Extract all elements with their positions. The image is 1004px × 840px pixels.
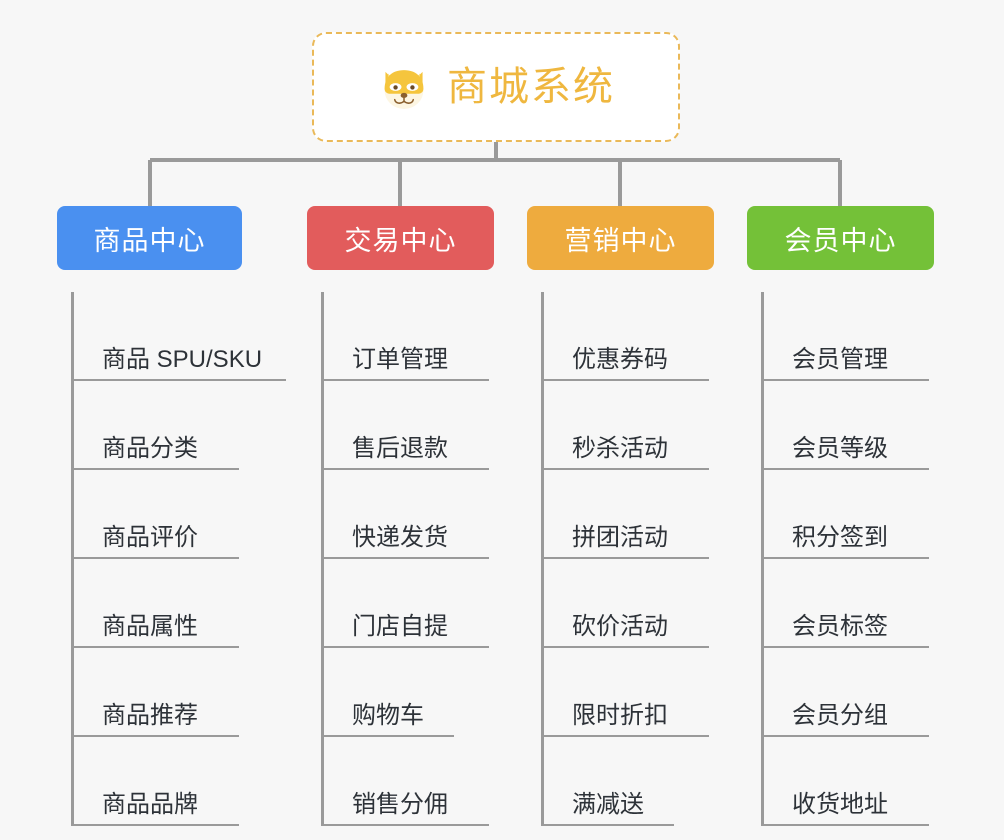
leaf-item[interactable]: 会员管理 [764, 292, 929, 381]
leaf-label: 订单管理 [352, 346, 448, 373]
branch-header-marketing[interactable]: 营销中心 [527, 206, 714, 270]
leaf-item[interactable]: 购物车 [324, 648, 454, 737]
leaf-list-product: 商品 SPU/SKU 商品分类 商品评价 商品属性 商品推荐 商品品牌 [71, 292, 286, 826]
leaf-label: 商品属性 [102, 613, 198, 640]
leaf-list-trade: 订单管理 售后退款 快递发货 门店自提 购物车 销售分佣 [321, 292, 527, 826]
leaf-label: 会员标签 [792, 613, 888, 640]
leaf-label: 拼团活动 [572, 524, 668, 551]
branch-header-label: 会员中心 [784, 225, 897, 256]
leaf-item[interactable]: 商品品牌 [74, 737, 239, 826]
leaf-label: 门店自提 [352, 613, 448, 640]
leaf-label: 秒杀活动 [572, 435, 668, 462]
shiba-dog-face-icon [384, 70, 424, 109]
branch-column-trade: 交易中心 订单管理 售后退款 快递发货 门店自提 购物车 [307, 206, 527, 826]
leaf-item[interactable]: 快递发货 [324, 470, 489, 559]
leaf-label: 砍价活动 [572, 613, 668, 640]
leaf-item[interactable]: 秒杀活动 [544, 381, 709, 470]
leaf-label: 销售分佣 [352, 791, 448, 818]
root-title: 商城系统 [447, 65, 615, 109]
leaf-list-member: 会员管理 会员等级 积分签到 会员标签 会员分组 收货地址 [761, 292, 967, 826]
leaf-item[interactable]: 商品 SPU/SKU [74, 292, 286, 381]
branch-header-trade[interactable]: 交易中心 [307, 206, 494, 270]
leaf-label: 商品评价 [102, 524, 198, 551]
leaf-label: 积分签到 [792, 524, 888, 551]
branch-header-label: 商品中心 [93, 225, 206, 256]
branch-columns: 商品中心 商品 SPU/SKU 商品分类 商品评价 商品属性 商品推荐 [0, 206, 1004, 840]
leaf-item[interactable]: 销售分佣 [324, 737, 489, 826]
leaf-label: 收货地址 [792, 791, 888, 818]
branch-header-member[interactable]: 会员中心 [747, 206, 934, 270]
leaf-item[interactable]: 商品属性 [74, 559, 239, 648]
leaf-label: 会员管理 [792, 346, 888, 373]
branch-header-product[interactable]: 商品中心 [57, 206, 242, 270]
leaf-item[interactable]: 商品评价 [74, 470, 239, 559]
leaf-list-marketing: 优惠券码 秒杀活动 拼团活动 砍价活动 限时折扣 满减送 [541, 292, 747, 826]
leaf-label: 限时折扣 [572, 702, 668, 729]
leaf-item[interactable]: 订单管理 [324, 292, 489, 381]
leaf-item[interactable]: 会员分组 [764, 648, 929, 737]
branch-column-marketing: 营销中心 优惠券码 秒杀活动 拼团活动 砍价活动 限时折扣 [527, 206, 747, 826]
leaf-item[interactable]: 收货地址 [764, 737, 929, 826]
leaf-item[interactable]: 满减送 [544, 737, 674, 826]
leaf-label: 满减送 [572, 791, 644, 818]
leaf-item[interactable]: 会员等级 [764, 381, 929, 470]
leaf-item[interactable]: 拼团活动 [544, 470, 709, 559]
leaf-label: 商品品牌 [102, 791, 198, 818]
branch-header-label: 交易中心 [344, 225, 457, 256]
leaf-label: 商品推荐 [102, 702, 198, 729]
leaf-label: 商品 SPU/SKU [102, 346, 263, 373]
leaf-label: 优惠券码 [572, 346, 668, 373]
leaf-label: 购物车 [352, 702, 424, 729]
branch-column-product: 商品中心 商品 SPU/SKU 商品分类 商品评价 商品属性 商品推荐 [57, 206, 286, 826]
leaf-label: 快递发货 [352, 524, 448, 551]
root-node[interactable]: 商城系统 [312, 32, 680, 142]
leaf-item[interactable]: 售后退款 [324, 381, 489, 470]
leaf-item[interactable]: 商品分类 [74, 381, 239, 470]
leaf-item[interactable]: 商品推荐 [74, 648, 239, 737]
leaf-label: 会员分组 [792, 702, 888, 729]
leaf-item[interactable]: 积分签到 [764, 470, 929, 559]
branch-column-member: 会员中心 会员管理 会员等级 积分签到 会员标签 会员分组 [747, 206, 967, 826]
leaf-item[interactable]: 砍价活动 [544, 559, 709, 648]
leaf-item[interactable]: 限时折扣 [544, 648, 709, 737]
leaf-label: 商品分类 [102, 435, 198, 462]
leaf-label: 售后退款 [352, 435, 448, 462]
leaf-item[interactable]: 会员标签 [764, 559, 929, 648]
leaf-label: 会员等级 [792, 435, 888, 462]
leaf-item[interactable]: 门店自提 [324, 559, 489, 648]
branch-header-label: 营销中心 [564, 225, 677, 256]
leaf-item[interactable]: 优惠券码 [544, 292, 709, 381]
